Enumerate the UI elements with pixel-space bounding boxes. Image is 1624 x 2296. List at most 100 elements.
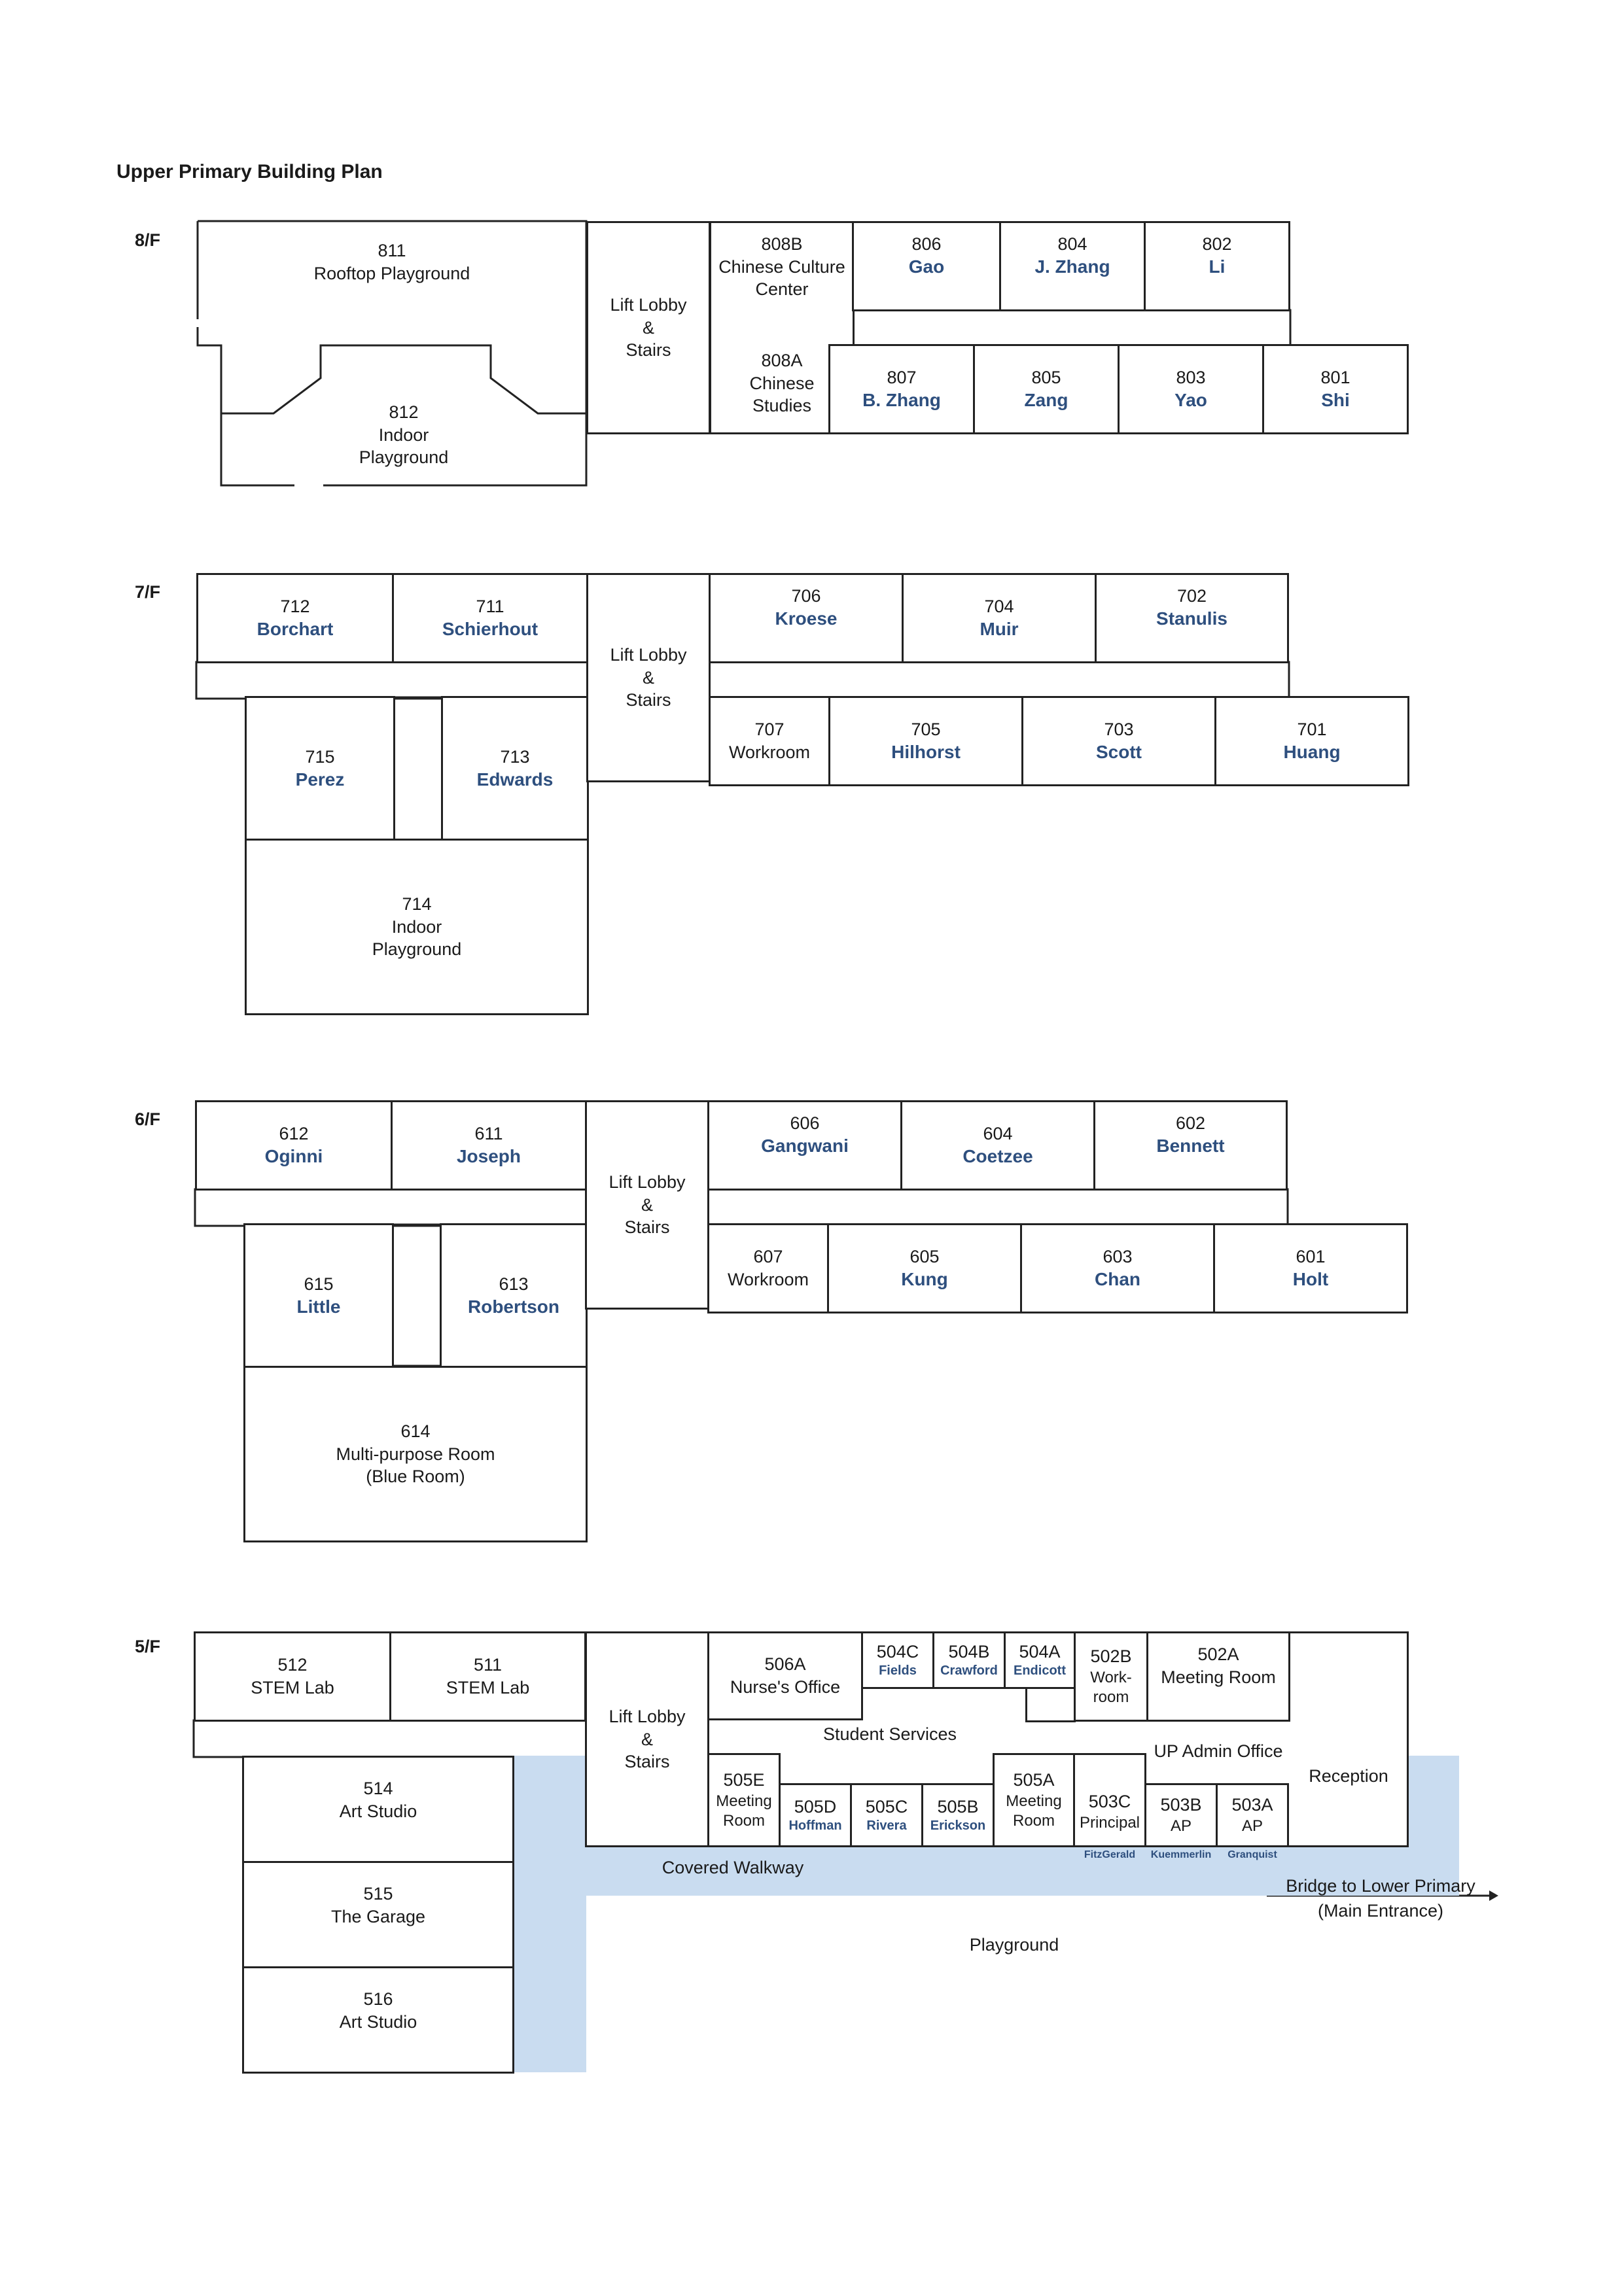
- room-615[interactable]: 615 Little: [243, 1223, 394, 1368]
- room-511[interactable]: 511 STEM Lab: [389, 1631, 586, 1722]
- room-number: 703: [1104, 719, 1134, 739]
- lift-lobby-5f[interactable]: Lift Lobby & Stairs: [585, 1631, 709, 1847]
- room-802[interactable]: 802 Li: [1144, 221, 1290, 311]
- room-607[interactable]: 607 Workroom: [707, 1223, 829, 1313]
- room-606[interactable]: 606 Gangwani: [707, 1100, 902, 1191]
- room-706[interactable]: 706 Kroese: [709, 573, 904, 663]
- room-715[interactable]: 715 Perez: [245, 696, 395, 841]
- room-803[interactable]: 803 Yao: [1118, 344, 1264, 434]
- room-number: 601: [1296, 1246, 1326, 1266]
- room-702[interactable]: 702 Stanulis: [1095, 573, 1289, 663]
- room-604[interactable]: 604 Coetzee: [900, 1100, 1095, 1191]
- room-506a[interactable]: 506A Nurse's Office: [707, 1631, 863, 1720]
- room-505d[interactable]: 505D Hoffman: [779, 1783, 852, 1847]
- room-505e[interactable]: 505E Meeting Room: [707, 1753, 781, 1847]
- covered-walkway-reception: [1408, 1756, 1459, 1847]
- room-812[interactable]: 812 Indoor Playground: [221, 392, 586, 478]
- room-515[interactable]: 515 The Garage: [242, 1861, 514, 1968]
- room-502a[interactable]: 502A Meeting Room: [1146, 1631, 1290, 1722]
- room-611[interactable]: 611 Joseph: [391, 1100, 587, 1191]
- room-number: 802: [1202, 234, 1232, 254]
- room-name: Center: [755, 279, 809, 300]
- room-514[interactable]: 514 Art Studio: [242, 1756, 514, 1863]
- room-516[interactable]: 516 Art Studio: [242, 1966, 514, 2074]
- room-805[interactable]: 805 Zang: [973, 344, 1120, 434]
- room-505b[interactable]: 505B Erickson: [921, 1783, 995, 1847]
- room-name: Playground: [372, 939, 462, 960]
- room-613[interactable]: 613 Robertson: [440, 1223, 588, 1368]
- room-504c[interactable]: 504C Fields: [861, 1631, 934, 1689]
- room-704[interactable]: 704 Muir: [902, 573, 1097, 663]
- room-712[interactable]: 712 Borchart: [196, 573, 394, 663]
- room-name: Indoor: [391, 916, 442, 937]
- room-602[interactable]: 602 Bennett: [1093, 1100, 1288, 1191]
- room-808a[interactable]: 808A Chinese Studies: [709, 344, 855, 423]
- room-705[interactable]: 705 Hilhorst: [828, 696, 1023, 786]
- room-614[interactable]: 614 Multi-purpose Room (Blue Room): [243, 1366, 588, 1542]
- lift-lobby-8f[interactable]: Lift Lobby & Stairs: [586, 221, 711, 434]
- room-603[interactable]: 603 Chan: [1020, 1223, 1215, 1313]
- room-503a[interactable]: 503A AP: [1216, 1783, 1289, 1847]
- lift-label: Stairs: [626, 340, 671, 360]
- teacher-name: Yao: [1174, 390, 1207, 411]
- teacher-name: Kung: [901, 1269, 948, 1290]
- room-number: 607: [753, 1247, 783, 1267]
- teacher-name: Robertson: [468, 1296, 559, 1317]
- room-number: 701: [1297, 719, 1327, 739]
- room-504a[interactable]: 504A Endicott: [1004, 1631, 1076, 1689]
- room-707[interactable]: 707 Workroom: [709, 696, 830, 786]
- room-808b[interactable]: 808B Chinese Culture Center: [709, 228, 855, 306]
- room-811[interactable]: 811 Rooftop Playground: [198, 233, 586, 292]
- room-713[interactable]: 713 Edwards: [441, 696, 589, 841]
- room-601[interactable]: 601 Holt: [1213, 1223, 1408, 1313]
- room-number: 506A: [764, 1654, 806, 1675]
- room-number: 704: [984, 596, 1014, 616]
- room-505a[interactable]: 505A Meeting Room: [993, 1753, 1075, 1847]
- lift-label: &: [641, 1194, 653, 1215]
- lift-label: Stairs: [626, 690, 671, 710]
- teacher-name: Borchart: [256, 619, 334, 640]
- corridor-8f: [852, 309, 1292, 345]
- room-605[interactable]: 605 Kung: [827, 1223, 1022, 1313]
- lift-lobby-7f[interactable]: Lift Lobby & Stairs: [586, 573, 711, 782]
- room-name: Meeting Room: [1161, 1667, 1276, 1687]
- covered-walkway-label: Covered Walkway: [662, 1858, 804, 1877]
- teacher-name: Edwards: [476, 769, 554, 790]
- lift-label: &: [642, 317, 654, 338]
- bridge-label[interactable]: Bridge to Lower Primary: [1286, 1876, 1475, 1896]
- room-801[interactable]: 801 Shi: [1262, 344, 1409, 434]
- lift-lobby-6f[interactable]: Lift Lobby & Stairs: [585, 1100, 709, 1310]
- room-512[interactable]: 512 STEM Lab: [194, 1631, 391, 1722]
- room-703[interactable]: 703 Scott: [1021, 696, 1216, 786]
- lift-label: Stairs: [624, 1752, 670, 1772]
- room-name: Multi-purpose Room: [336, 1444, 495, 1464]
- room-number: 715: [305, 746, 335, 767]
- room-number: 702: [1176, 585, 1207, 606]
- room-711[interactable]: 711 Schierhout: [392, 573, 588, 663]
- room-503c[interactable]: 503C Principal: [1073, 1753, 1146, 1847]
- teacher-name: Endicott: [1014, 1663, 1066, 1679]
- room-714[interactable]: 714 Indoor Playground: [245, 839, 589, 1015]
- room-504b[interactable]: 504B Crawford: [932, 1631, 1006, 1689]
- teacher-name: Perez: [295, 769, 345, 790]
- teacher-name: Bennett: [1156, 1136, 1225, 1157]
- room-807[interactable]: 807 B. Zhang: [828, 344, 975, 434]
- room-name: Chinese: [749, 373, 815, 393]
- room-502b[interactable]: 502B Work- room: [1074, 1631, 1148, 1722]
- room-503b[interactable]: 503B AP: [1144, 1783, 1218, 1847]
- room-name: Playground: [359, 447, 449, 468]
- teacher-name: Fields: [879, 1663, 917, 1679]
- room-name: AP: [1241, 1817, 1263, 1835]
- room-612[interactable]: 612 Oginni: [195, 1100, 393, 1191]
- room-804[interactable]: 804 J. Zhang: [999, 221, 1146, 311]
- room-505c[interactable]: 505C Rivera: [850, 1783, 923, 1847]
- room-701[interactable]: 701 Huang: [1214, 696, 1409, 786]
- room-806[interactable]: 806 Gao: [852, 221, 1001, 311]
- reception[interactable]: Reception: [1290, 1757, 1407, 1835]
- room-number: 503C: [1088, 1792, 1131, 1812]
- teacher-name: B. Zhang: [862, 390, 941, 411]
- room-number: 605: [909, 1246, 940, 1266]
- closet-504: [1025, 1687, 1076, 1722]
- room-number: 505E: [723, 1770, 765, 1790]
- corridor-7f-t: [393, 696, 444, 841]
